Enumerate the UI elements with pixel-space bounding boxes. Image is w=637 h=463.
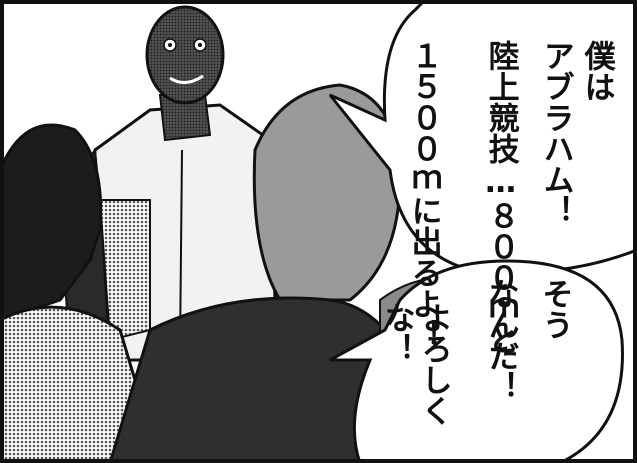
man-head	[145, 5, 225, 105]
bubble-1-text-col-3: 陸上競技…８００ｍと	[482, 40, 519, 355]
bubble-2-text-col-4: な！	[378, 302, 415, 364]
foreground-figure-left	[0, 123, 103, 322]
bubble-2-text-col-3: よろしく	[415, 302, 452, 426]
bubble-2-text-col-1: そう	[536, 278, 573, 340]
bubble-1-text-col-1: 僕は	[578, 40, 615, 102]
man-smile	[169, 74, 204, 84]
bubble-1-text-col-4: １５００ｍに出るよ！	[405, 40, 442, 350]
man-pupil-right	[198, 43, 202, 47]
speech-bubble-2	[329, 259, 624, 463]
man-pupil-left	[168, 43, 172, 47]
foreground-figure-left-shoulder	[0, 305, 162, 463]
bubble-2-text-col-2: なんだ！	[482, 278, 519, 402]
bubble-1-text-col-2: アブラハム！	[537, 40, 574, 226]
speech-bubble-1	[328, 0, 637, 274]
